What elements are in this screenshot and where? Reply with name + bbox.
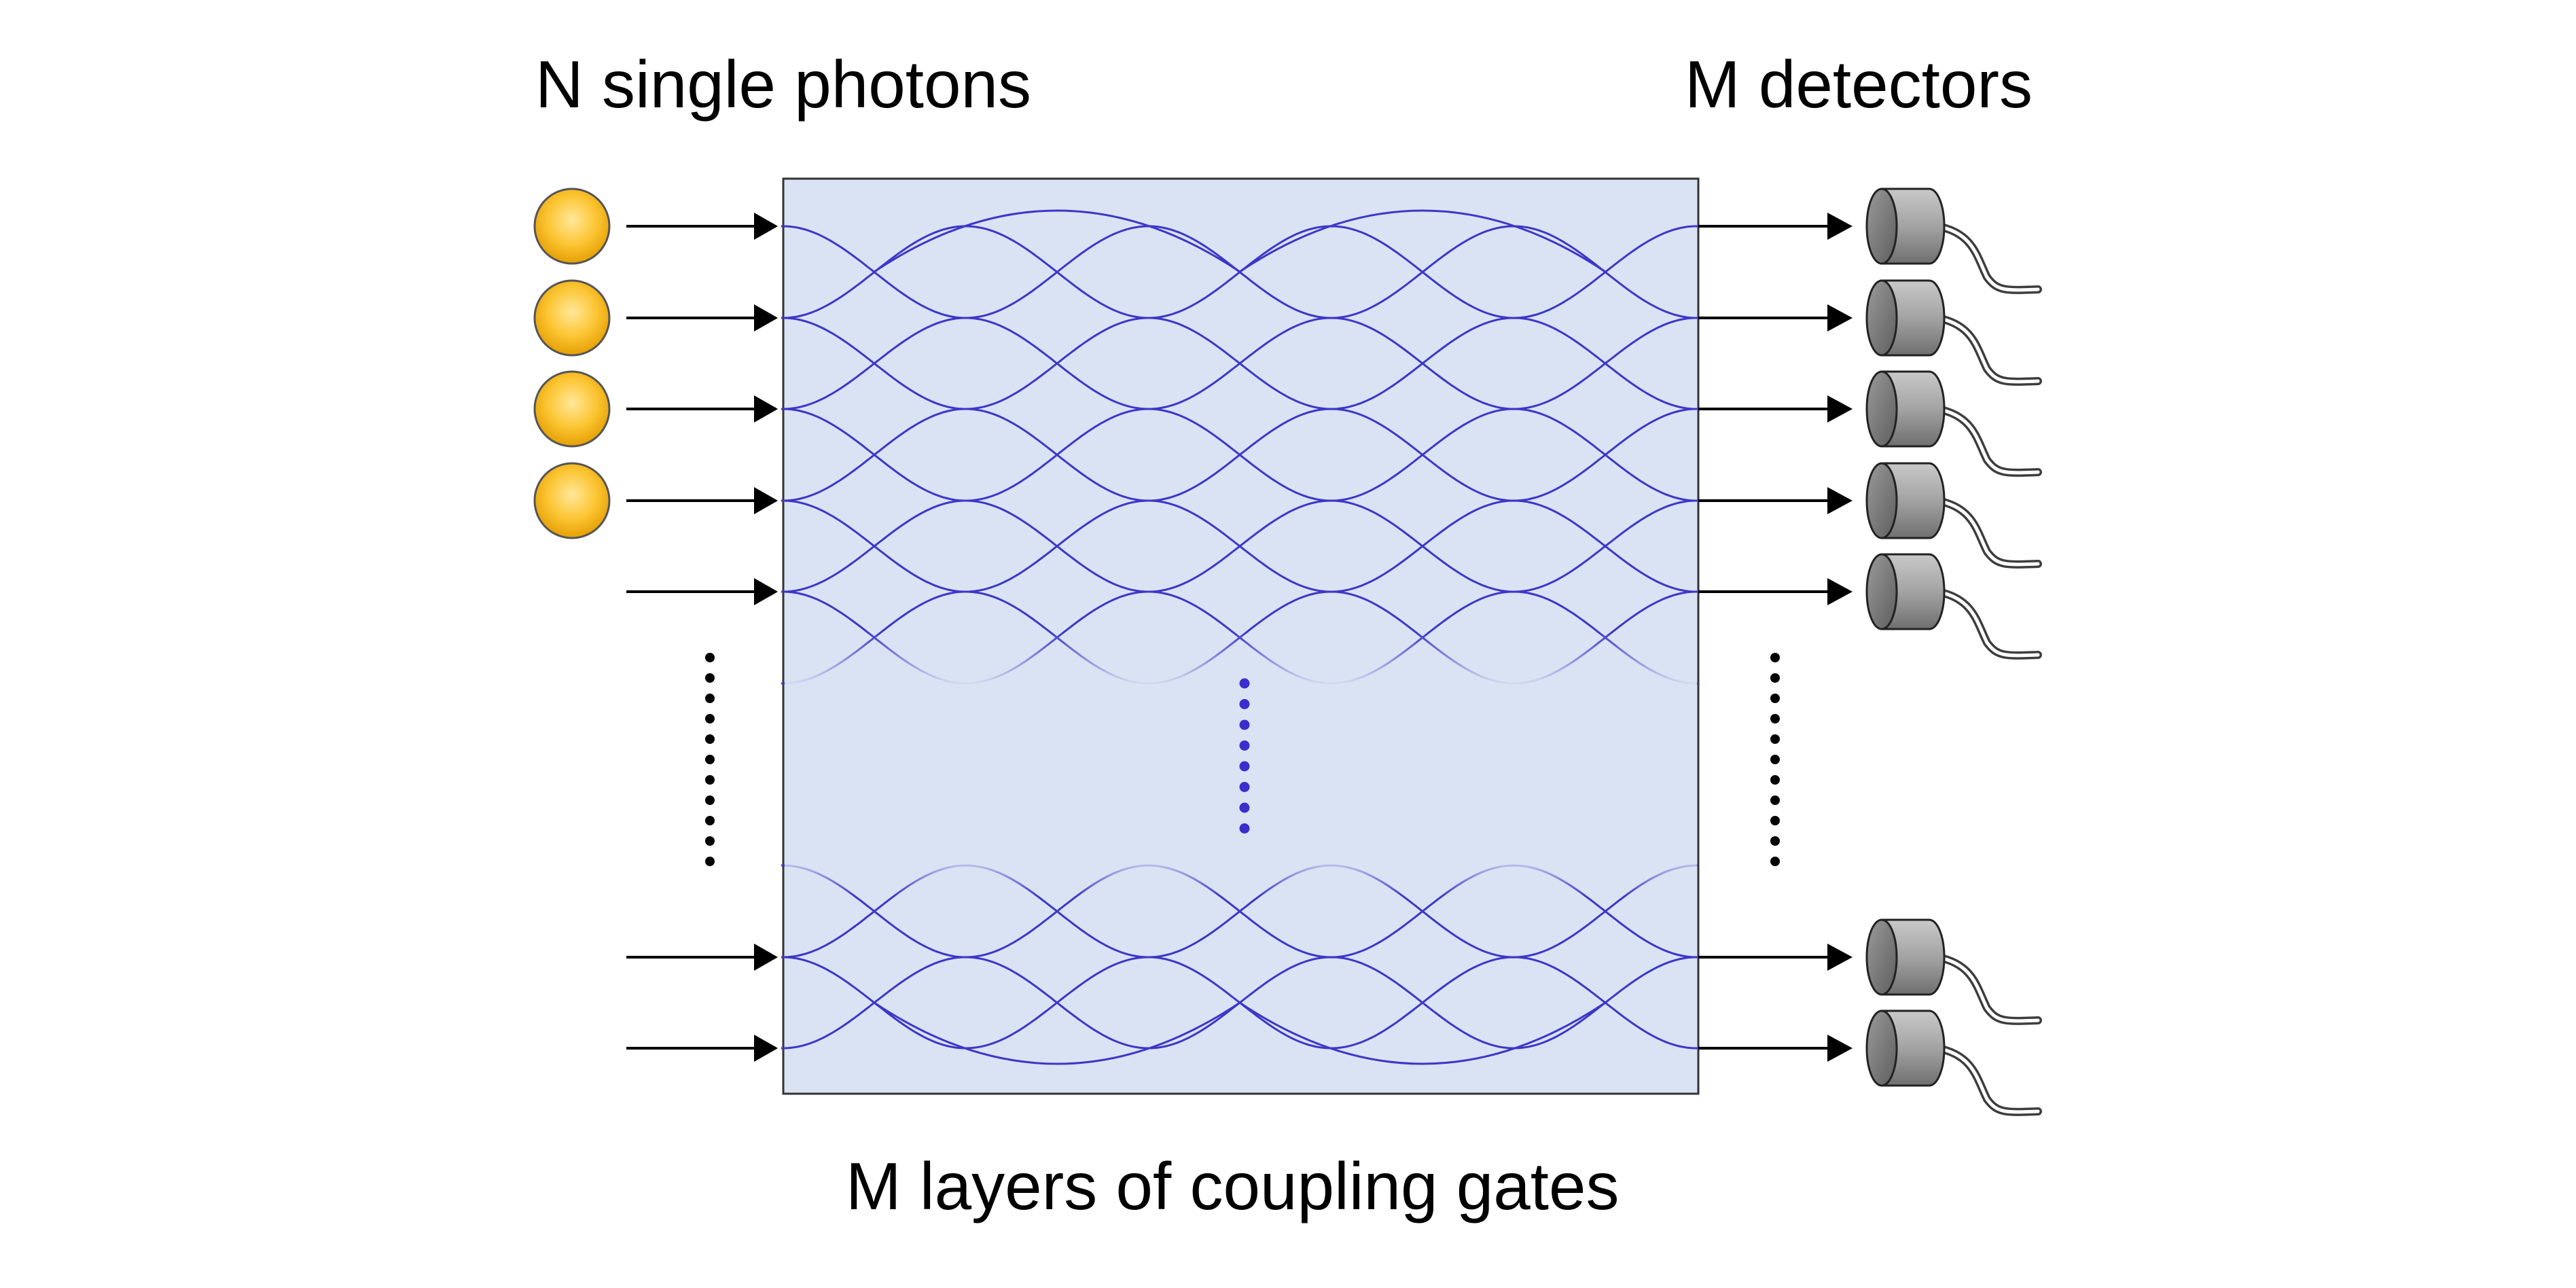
detector-face [1865,1009,1898,1087]
detector-cable-core [1935,955,2040,1023]
output-ellipsis-dot [1770,857,1780,866]
output-ellipsis-dot [1770,734,1780,744]
input-arrow-head [754,944,778,971]
detector-body [1880,187,1946,265]
detector-cable-core [1935,1046,2040,1114]
detector-cable-core [1935,499,2040,567]
waveguide-path [781,317,1698,410]
input-ellipsis-dot [705,673,715,683]
input-ellipsis-dot [705,714,715,723]
waveguide-path [874,209,1606,273]
input-arrow-head [754,304,778,332]
network-ellipsis-dot [1239,719,1250,730]
waveguide-path [781,317,1698,410]
detector-icon [1865,279,2042,386]
detector-cable-core [1935,224,2040,292]
detector-face [1865,462,1898,539]
output-arrow-head [1827,1035,1853,1062]
output-ellipsis-dot [1770,775,1780,785]
photon-sources [533,187,611,539]
output-ellipsis-dot [1770,816,1780,825]
detector-body [1880,918,1946,996]
input-ellipsis-dot [705,755,715,764]
output-ellipsis-dot [1770,673,1780,683]
waveguide-path [781,408,1698,502]
waveguide-path [781,956,1698,1050]
detectors-label: M detectors [1685,47,2033,122]
detector-body [1880,370,1946,448]
network-ellipsis-dot [1239,699,1250,709]
detector-cable-core [1935,316,2040,384]
detector-body [1880,1009,1946,1087]
detector-face [1865,187,1898,265]
waveguide-path [781,499,1698,593]
output-ellipsis-dots [1770,653,1780,866]
output-arrow-head [1827,395,1853,423]
output-arrow-head [1827,487,1853,514]
input-ellipsis-dot [705,775,715,785]
input-ellipsis-dots [705,653,715,866]
input-ellipsis-dot [705,816,715,825]
detector-face [1865,370,1898,448]
detector-face [1865,553,1898,630]
network-ellipsis-dot [1239,740,1250,751]
input-ellipsis-dot [705,836,715,846]
network-ellipsis-dot [1239,823,1250,834]
input-ellipsis-dot [705,653,715,662]
photon-icon [533,370,611,448]
output-ellipsis-dot [1770,795,1780,805]
output-ellipsis-dot [1770,755,1780,764]
photons-label: N single photons [535,47,1032,122]
input-arrow-head [754,213,778,240]
photon-icon [533,279,611,357]
detector-face [1865,918,1898,996]
waveguide-path [781,225,1698,319]
input-arrow-head [754,395,778,423]
photon-icon [533,462,611,539]
detector-cable-core [1935,590,2040,658]
output-ellipsis-dot [1770,836,1780,846]
detector-body [1880,279,1946,357]
detector-icon [1865,918,2042,1025]
input-arrow-head [754,1035,778,1062]
input-arrows [626,213,778,1062]
input-ellipsis-dot [705,694,715,703]
output-ellipsis-dot [1770,694,1780,703]
output-arrow-head [1827,213,1853,240]
input-arrow-head [754,487,778,514]
detectors [1865,187,2042,1116]
detector-body [1880,553,1946,630]
output-arrow-head [1827,578,1853,605]
network-caption: M layers of coupling gates [846,1149,1620,1223]
output-ellipsis-dot [1770,653,1780,662]
detector-icon [1865,553,2042,660]
network-ellipsis-dots [1239,678,1250,834]
output-ellipsis-dot [1770,714,1780,723]
network-ellipsis-dot [1239,678,1250,689]
detector-face [1865,279,1898,357]
output-arrow-head [1827,304,1853,332]
network-ellipsis-dot [1239,761,1250,772]
detector-icon [1865,1009,2042,1116]
network-ellipsis-dot [1239,782,1250,792]
input-arrow-head [754,578,778,605]
photon-icon [533,187,611,265]
detector-body [1880,462,1946,539]
detector-icon [1865,462,2042,569]
input-ellipsis-dot [705,857,715,866]
detector-icon [1865,370,2042,477]
output-arrows [1698,213,1853,1062]
input-ellipsis-dot [705,734,715,744]
input-ellipsis-dot [705,795,715,805]
detector-icon [1865,187,2042,294]
waveguide-path [781,499,1698,593]
waveguide-path [874,1001,1606,1065]
network-ellipsis-dot [1239,802,1250,813]
waveguide-path [781,408,1698,502]
detector-cable-core [1935,407,2040,475]
output-arrow-head [1827,944,1853,971]
